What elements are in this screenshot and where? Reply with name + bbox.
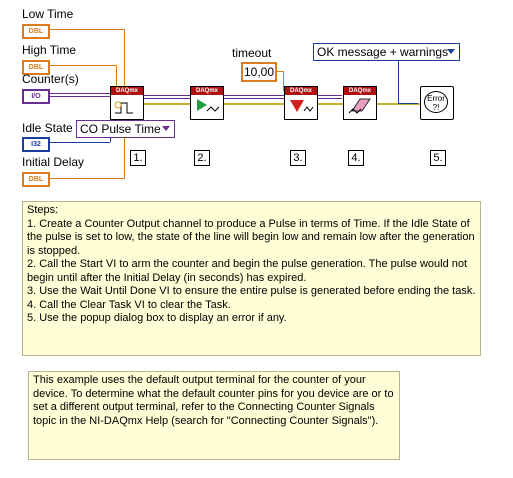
info-note-text: This example uses the default output ter…: [33, 374, 394, 427]
idle-state-wire: [50, 142, 110, 143]
timeout-wire: [275, 71, 283, 72]
counter-task-wire: [50, 93, 110, 97]
wait-icon: [290, 100, 314, 112]
clear-task-vi[interactable]: DAQmx: [343, 86, 377, 120]
step-text-4: 4. Call the Clear Task VI to clear the T…: [27, 298, 231, 311]
counters-label: Counter(s): [22, 72, 79, 86]
step-text-2: 2. Call the Start VI to arm the counter …: [27, 258, 468, 284]
chevron-down-icon: [447, 49, 455, 54]
step-text-1: 1. Create a Counter Output channel to pr…: [27, 217, 475, 257]
message-wire-h: [398, 103, 418, 104]
error-wire: [142, 103, 420, 105]
step-text-5: 5. Use the popup dialog box to display a…: [27, 312, 287, 324]
idle-state-label: Idle State: [22, 121, 73, 135]
eraser-icon: [348, 98, 371, 114]
low-time-wire: [50, 29, 124, 30]
idle-state-terminal[interactable]: I32: [22, 137, 50, 152]
high-time-wire: [50, 65, 116, 66]
high-time-terminal[interactable]: DBL: [22, 60, 50, 75]
step-text-3: 3. Use the Wait Until Done VI to ensure …: [27, 285, 476, 297]
step-number-4: 4.: [348, 150, 364, 166]
error-dialog-vi[interactable]: Error ?!: [420, 86, 454, 120]
start-task-vi[interactable]: DAQmx: [190, 86, 224, 120]
initial-delay-terminal[interactable]: DBL: [22, 172, 50, 187]
high-time-wire-v: [116, 65, 117, 89]
step-number-3: 3.: [290, 150, 306, 166]
initial-delay-label: Initial Delay: [22, 155, 85, 169]
message-wire-v: [398, 60, 399, 103]
initial-delay-wire-v: [124, 110, 125, 178]
low-time-wire-v: [124, 29, 125, 89]
timeout-label: timeout: [232, 46, 272, 60]
low-time-label: Low Time: [22, 7, 74, 21]
high-time-label: High Time: [22, 43, 77, 57]
task-wire-main: [142, 95, 342, 99]
vi-header: DAQmx: [285, 87, 317, 95]
vi-header: DAQmx: [111, 87, 143, 95]
error-bubble-icon: Error ?!: [424, 91, 448, 113]
co-pulse-time-ring[interactable]: CO Pulse Time: [76, 120, 175, 138]
start-icon: [197, 99, 220, 112]
step-number-1: 1.: [130, 150, 146, 166]
steps-note: Steps: 1. Create a Counter Output channe…: [22, 201, 481, 356]
pulse-channel-icon: [114, 101, 133, 114]
message-type-value: OK message + warnings: [317, 45, 449, 59]
steps-heading: Steps:: [27, 204, 59, 216]
co-pulse-time-value: CO Pulse Time: [80, 122, 161, 136]
timeout-constant[interactable]: 10,00: [241, 62, 277, 82]
low-time-terminal[interactable]: DBL: [22, 24, 50, 39]
initial-delay-wire: [50, 178, 125, 179]
timeout-wire-v: [283, 71, 284, 91]
vi-header: DAQmx: [344, 87, 376, 95]
vi-header: DAQmx: [191, 87, 223, 95]
wait-until-done-vi[interactable]: DAQmx: [284, 86, 318, 120]
step-number-2: 2.: [194, 150, 210, 166]
step-number-5: 5.: [430, 150, 446, 166]
chevron-down-icon: [162, 126, 170, 131]
counters-terminal[interactable]: I/O: [22, 89, 50, 104]
create-channel-vi[interactable]: DAQmx: [110, 86, 144, 120]
info-note: This example uses the default output ter…: [28, 371, 400, 460]
message-type-ring[interactable]: OK message + warnings: [313, 43, 460, 61]
